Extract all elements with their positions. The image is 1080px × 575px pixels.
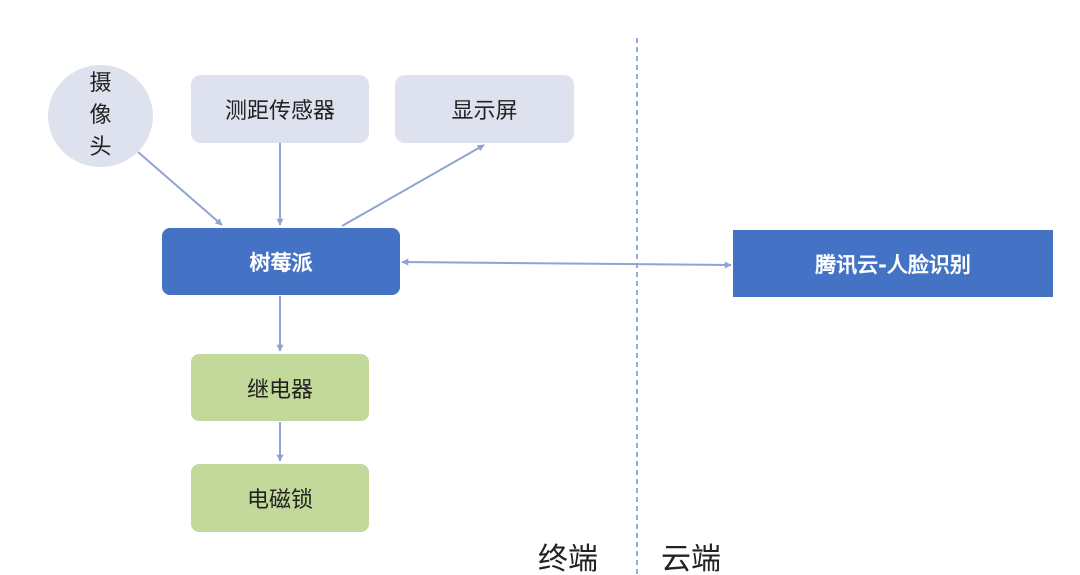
arrow-raspberry-cloud-bidirectional: [401, 258, 732, 269]
arrow-camera-to-raspberry: [137, 151, 223, 226]
camera-label: 摄像头: [89, 71, 112, 160]
display-label: 显示屏: [451, 99, 518, 124]
distance-sensor-node: 测距传感器: [191, 75, 369, 143]
zone-label-terminal: 终端: [538, 542, 598, 575]
zone-label-cloud: 云端: [661, 542, 721, 575]
arrow-raspberry-to-display: [341, 144, 485, 227]
distance-sensor-label: 测距传感器: [224, 99, 335, 124]
camera-node: 摄像头: [48, 65, 153, 167]
electromagnetic-lock-label: 电磁锁: [246, 488, 313, 513]
tencent-cloud-node: 腾讯云-人脸识别: [733, 230, 1053, 297]
display-node: 显示屏: [395, 75, 574, 143]
raspberry-pi-label: 树莓派: [249, 250, 313, 275]
relay-label: 继电器: [246, 377, 313, 403]
electromagnetic-lock-node: 电磁锁: [191, 464, 369, 532]
raspberry-pi-node: 树莓派: [162, 228, 400, 295]
relay-node: 继电器: [191, 354, 369, 421]
tencent-cloud-label: 腾讯云-人脸识别: [815, 252, 971, 277]
